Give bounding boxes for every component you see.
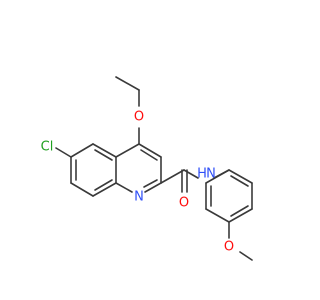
bond-c8a-c8-inner (94, 179, 113, 191)
molecule-canvas: Cl O N O H N O (40, 76, 253, 261)
bond-c-n-amide (183, 169, 199, 179)
bond-c8-c7 (70, 182, 94, 197)
atom-o-carbonyl-label: O (179, 196, 189, 211)
bond-c6-cl (55, 147, 72, 158)
bond-ar3-ar4 (228, 208, 253, 223)
bond-ch2-ch3 (115, 76, 140, 91)
bond-c2-c-carbonyl (160, 169, 185, 184)
atom-h-amide-label: H (197, 167, 207, 182)
bond-c2-n1-inner (143, 179, 158, 188)
bond-ar1-ar2-inner (230, 175, 249, 187)
atom-n-ring-label: N (134, 190, 144, 205)
atom-labels: Cl O N O H N O (41, 110, 234, 255)
bond-c6-c5 (70, 143, 94, 158)
bond-c4-c3 (138, 143, 162, 158)
bond-c4-c3-inner (140, 149, 158, 161)
bond-c5-c4a (92, 143, 117, 158)
atom-o-ethoxy-label: O (134, 110, 144, 125)
bond-c4a-c4 (115, 143, 140, 158)
atom-cl-label: Cl (41, 140, 54, 155)
atom-o-methoxy-label: O (224, 240, 234, 255)
bond-ar4-ar5 (205, 208, 230, 223)
bond-o-ch3-methoxy (239, 251, 253, 261)
bond-c5-c4a-inner (94, 149, 113, 161)
atom-n-amide-label: N (206, 167, 216, 182)
structure-diagram: Cl O N O H N O (40, 76, 253, 261)
bond-c8a-c8 (92, 182, 117, 197)
bond-ar6-ar1 (205, 169, 230, 184)
bond-ar3-ar4-inner (230, 205, 249, 217)
bonds (55, 76, 253, 261)
bond-c2-n1 (144, 182, 162, 193)
bond-ar1-ar2 (228, 169, 253, 184)
bond-n1-c8a (115, 182, 133, 193)
